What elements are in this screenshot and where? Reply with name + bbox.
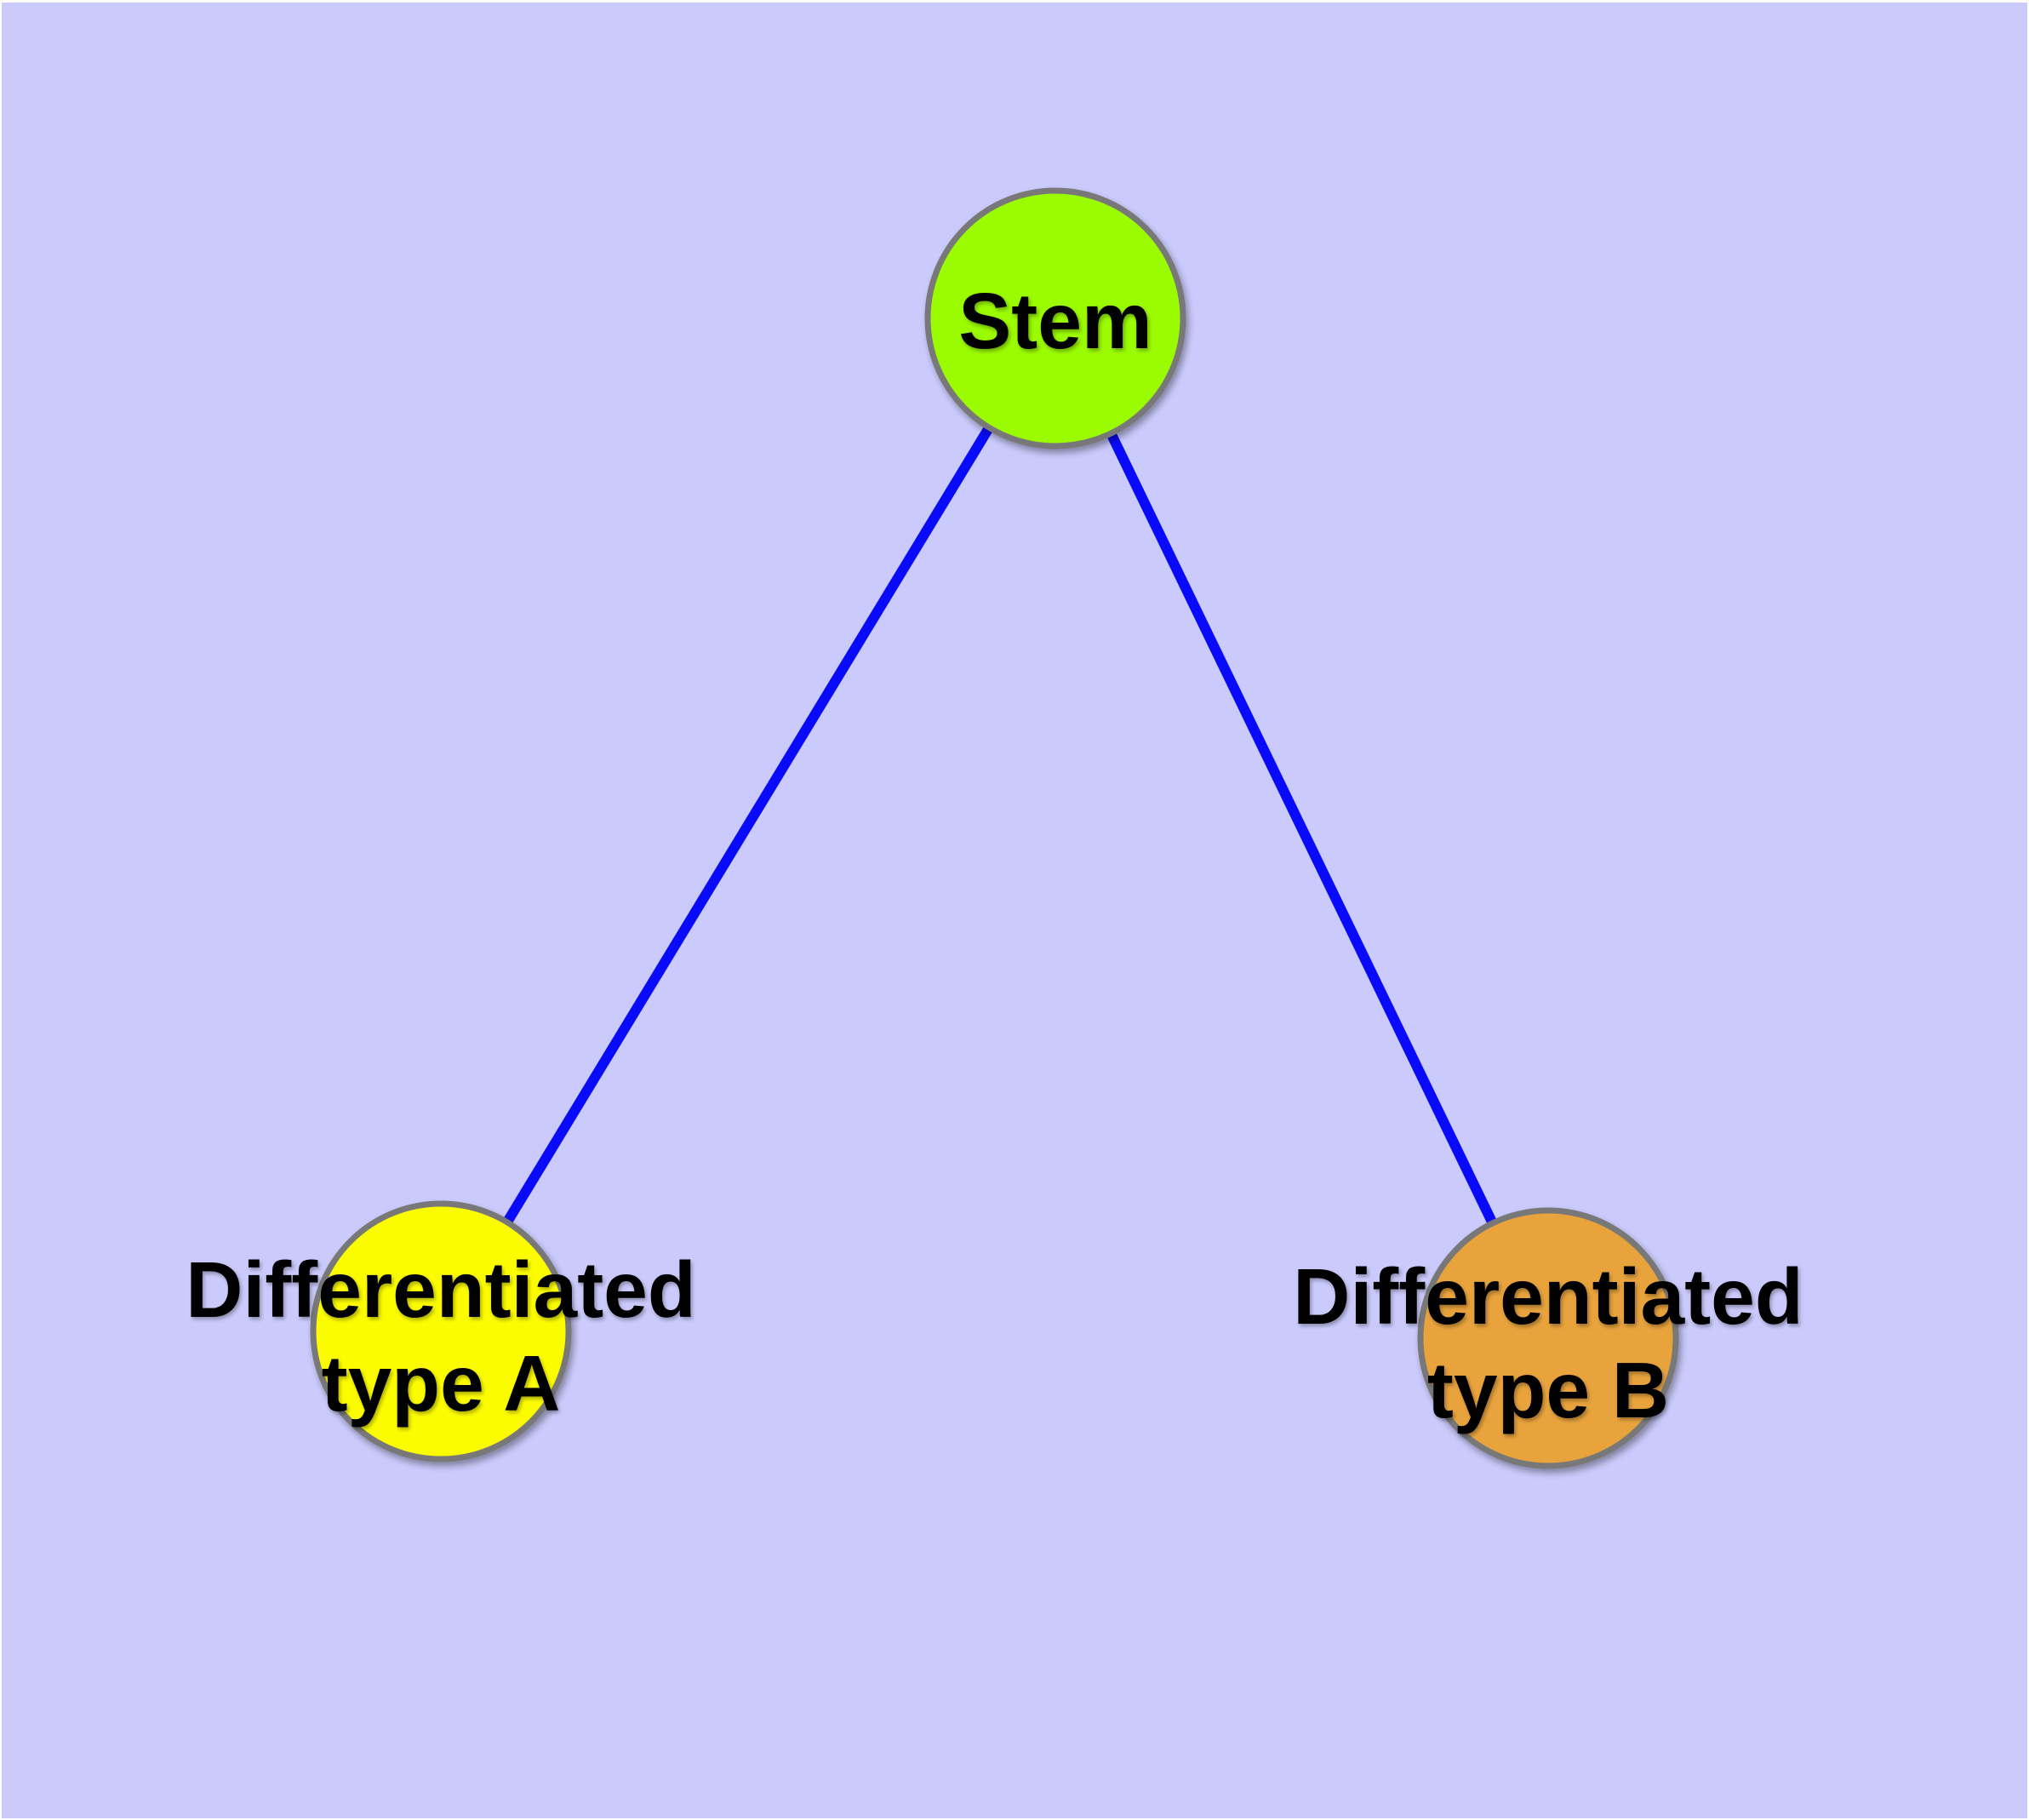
stem-node-circle <box>924 187 1186 449</box>
edge-stem-to-type-a <box>436 315 1060 1335</box>
stem-node-label: Stem <box>958 277 1152 365</box>
type-a-node-label-line1: Differentiated <box>186 1245 695 1334</box>
type-b-node-label-line2: type B <box>1427 1346 1669 1434</box>
node-labels: Stem Differentiated type A Differentiate… <box>186 277 1803 1434</box>
edges <box>436 315 1553 1341</box>
edge-stem-to-type-b <box>1050 316 1553 1341</box>
type-b-node-circle <box>1417 1207 1679 1469</box>
type-a-node-label-line2: type A <box>322 1339 561 1428</box>
nodes <box>310 187 1679 1469</box>
type-a-node-circle <box>310 1200 572 1462</box>
type-b-node-label-line1: Differentiated <box>1293 1252 1803 1341</box>
